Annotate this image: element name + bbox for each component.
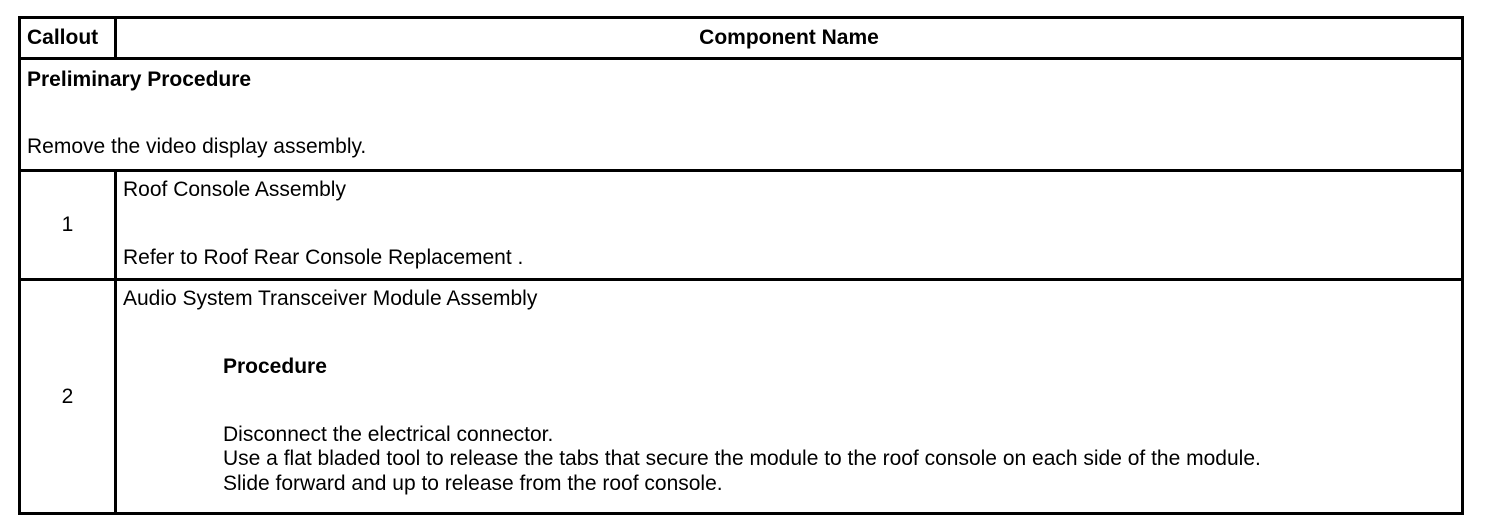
- table-row: 1 Roof Console Assembly Refer to Roof Re…: [21, 172, 1461, 281]
- component-note: Refer to Roof Rear Console Replacement .: [123, 246, 524, 270]
- preliminary-procedure-title: Preliminary Procedure: [27, 68, 252, 91]
- table-row: 2 Audio System Transceiver Module Assemb…: [21, 281, 1461, 512]
- procedure-step: Slide forward and up to release from the…: [223, 471, 723, 495]
- component-cell: Roof Console Assembly Refer to Roof Rear…: [117, 172, 1461, 278]
- callout-number: 1: [21, 172, 117, 278]
- table-header-row: Callout Component Name: [21, 19, 1461, 60]
- procedure-step: Use a flat bladed tool to release the ta…: [223, 447, 1261, 471]
- component-name: Audio System Transceiver Module Assembly: [123, 287, 538, 310]
- callout-number: 2: [21, 281, 117, 512]
- procedure-table: Callout Component Name Preliminary Proce…: [18, 16, 1464, 515]
- procedure-title: Procedure: [223, 355, 327, 379]
- component-cell: Audio System Transceiver Module Assembly…: [117, 281, 1461, 512]
- preliminary-procedure-cell: Preliminary Procedure Remove the video d…: [21, 60, 1461, 169]
- component-name: Roof Console Assembly: [123, 178, 346, 201]
- preliminary-procedure-row: Preliminary Procedure Remove the video d…: [21, 60, 1461, 172]
- preliminary-procedure-text: Remove the video display assembly.: [27, 135, 367, 158]
- callout-header: Callout: [21, 19, 117, 57]
- component-name-header: Component Name: [699, 26, 879, 49]
- procedure-step: Disconnect the electrical connector.: [223, 423, 554, 447]
